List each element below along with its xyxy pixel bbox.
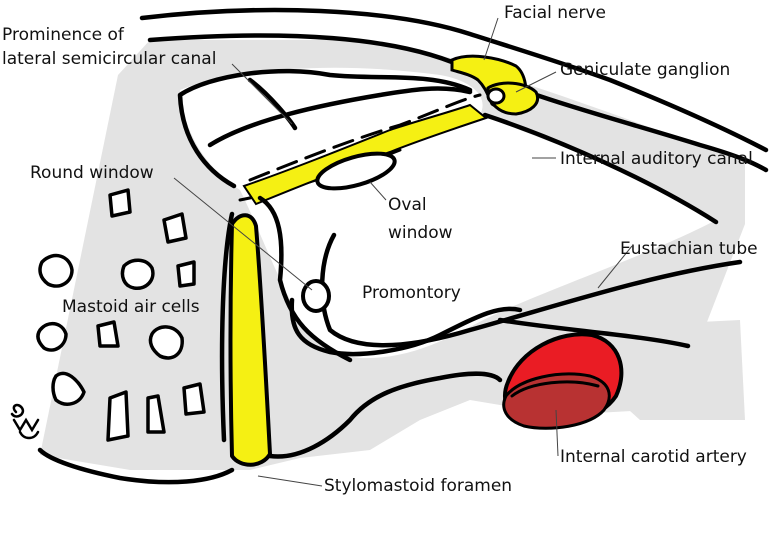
- air-cell: [106, 390, 130, 442]
- attic-roof: [207, 86, 473, 148]
- label-prominence-line1: Prominence of: [2, 25, 125, 45]
- leader-internal-carotid: [555, 409, 559, 457]
- label-prominence-line2: lateral semicircular canal: [2, 49, 216, 69]
- air-cell: [108, 188, 132, 218]
- inferior-bone-edge: [37, 447, 235, 485]
- leader-stylomastoid: [257, 475, 323, 487]
- leader-facial-nerve: [483, 17, 499, 61]
- leader-oval-window: [369, 181, 387, 201]
- eustachian-tube-lower-wall: [497, 317, 691, 349]
- air-cell: [162, 212, 188, 244]
- mastoid-boundary-left: [219, 211, 235, 443]
- air-cell: [38, 253, 74, 288]
- air-cell: [36, 321, 68, 352]
- mastoid-boundary: [257, 195, 353, 363]
- internal-auditory-canal-space: [142, 12, 765, 170]
- air-cell: [96, 320, 120, 348]
- label-stylomastoid-foramen: Stylomastoid foramen: [324, 476, 512, 496]
- leader-eustachian-tube: [597, 245, 633, 289]
- artist-signature: [10, 403, 40, 440]
- facial-canal-dashed: [248, 93, 482, 182]
- leader-geniculate: [515, 71, 557, 93]
- geniculate-ganglion-hole: [486, 87, 506, 105]
- cavity-outline: [177, 68, 473, 189]
- label-facial-nerve: Facial nerve: [504, 3, 606, 23]
- label-eustachian-tube: Eustachian tube: [620, 239, 758, 259]
- label-internal-carotid-artery: Internal carotid artery: [560, 447, 747, 467]
- upper-canal-wall: [139, 7, 769, 153]
- semicircular-prominence: [247, 77, 298, 131]
- leader-prominence: [231, 63, 293, 125]
- air-cell: [176, 260, 196, 288]
- leader-round-window: [173, 177, 313, 291]
- label-round-window: Round window: [30, 163, 154, 183]
- air-cell: [120, 258, 155, 290]
- label-oval-window-line2: window: [388, 223, 453, 243]
- air-cell: [51, 371, 86, 406]
- stylomastoid-floor: [267, 371, 503, 459]
- label-oval-window-line1: Oval: [388, 195, 427, 215]
- air-cell: [148, 325, 184, 360]
- tympanic-floor: [289, 297, 523, 357]
- air-cell: [146, 394, 166, 434]
- label-promontory: Promontory: [362, 283, 461, 303]
- label-geniculate-ganglion: Geniculate ganglion: [560, 60, 730, 80]
- canal-wall-3: [482, 112, 719, 225]
- air-cell: [182, 382, 206, 416]
- oval-window: [315, 151, 397, 191]
- label-internal-auditory-canal: Internal auditory canal: [560, 149, 753, 169]
- carotid-inner-ring: [510, 380, 600, 398]
- label-mastoid-air-cells: Mastoid air cells: [62, 297, 200, 317]
- mastoid-air-cells: [36, 188, 206, 442]
